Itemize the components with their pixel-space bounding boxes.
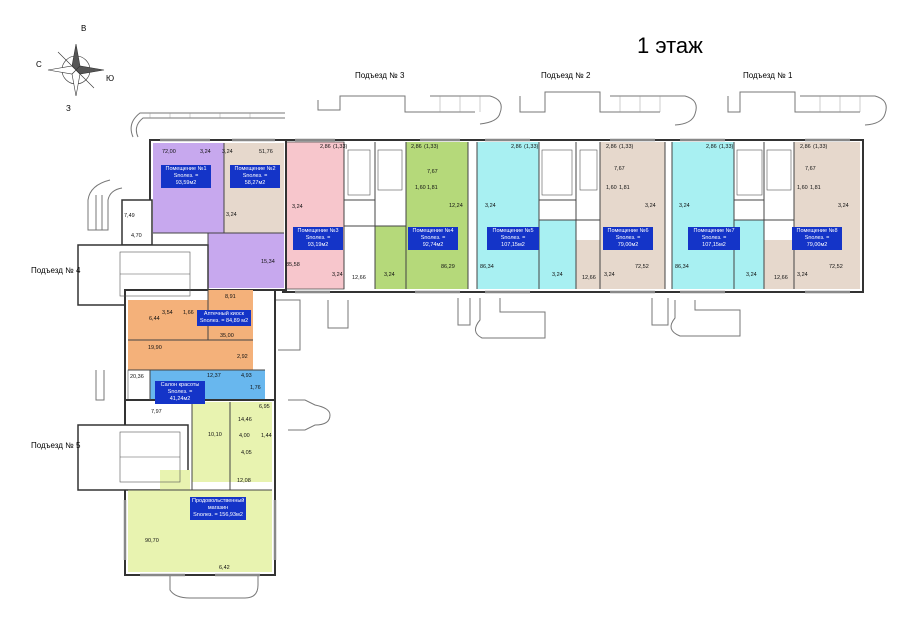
- entrance-3-label: Подъезд № 3: [355, 71, 405, 80]
- area-label: 1,76: [250, 385, 261, 391]
- area-label: 15,34: [261, 259, 275, 265]
- area-label: (1,33): [333, 144, 348, 150]
- area-label: 7,97: [151, 409, 162, 415]
- compass-north-label: В: [81, 24, 87, 33]
- entrance-4-label: Подъезд № 4: [31, 266, 81, 275]
- area-label: 12,66: [582, 275, 596, 281]
- area-label: 12,08: [237, 478, 251, 484]
- area-label: 3,24: [797, 272, 808, 278]
- area-label: 7,67: [427, 169, 438, 175]
- area-label: 6,42: [219, 565, 230, 571]
- area-label: 2,86: [706, 144, 717, 150]
- area-label: 7,49: [124, 213, 135, 219]
- compass-rose: [47, 43, 105, 97]
- area-label: 4,00: [239, 433, 250, 439]
- area-label: 12,37: [207, 373, 221, 379]
- area-label: 4,70: [131, 233, 142, 239]
- area-label: 4,93: [241, 373, 252, 379]
- area-label: 1,81: [810, 185, 821, 191]
- area-label: 51,76: [259, 149, 273, 155]
- area-label: 3,24: [746, 272, 757, 278]
- area-label: 3,24: [838, 203, 849, 209]
- area-label: 1,66: [183, 310, 194, 316]
- area-label: (1,33): [619, 144, 634, 150]
- compass-east-label: Ю: [106, 74, 115, 83]
- area-label: 86,34: [675, 264, 689, 270]
- area-label: 2,92: [237, 354, 248, 360]
- area-label: (1,33): [524, 144, 539, 150]
- area-label: 3,24: [332, 272, 343, 278]
- area-label: 12,66: [352, 275, 366, 281]
- area-label: 1,60: [415, 185, 426, 191]
- area-label: 2,86: [800, 144, 811, 150]
- area-label: 1,44: [261, 433, 272, 439]
- area-label: 35,00: [220, 333, 234, 339]
- area-label: 3,24: [384, 272, 395, 278]
- area-label: 3,24: [645, 203, 656, 209]
- compass-west-label: С: [36, 60, 42, 69]
- area-label: 10,10: [208, 432, 222, 438]
- area-label: 7,67: [805, 166, 816, 172]
- area-label: 7,67: [614, 166, 625, 172]
- area-label: 2,86: [511, 144, 522, 150]
- area-label: (1,33): [719, 144, 734, 150]
- area-label: 72,00: [162, 149, 176, 155]
- compass-south-label: З: [66, 104, 71, 113]
- area-label: 1,81: [427, 185, 438, 191]
- area-label: 20,36: [130, 374, 144, 380]
- area-label: 3,24: [292, 204, 303, 210]
- area-label: 6,44: [149, 316, 160, 322]
- area-label: 2,86: [411, 144, 422, 150]
- area-label: 3,24: [485, 203, 496, 209]
- area-label: 12,66: [774, 275, 788, 281]
- floor-title: 1 этаж: [637, 33, 703, 58]
- entrance-5-label: Подъезд № 5: [31, 441, 81, 450]
- area-label: 6,95: [259, 404, 270, 410]
- area-label: 4,05: [241, 450, 252, 456]
- area-label: 3,24: [226, 212, 237, 218]
- area-label: 3,24: [222, 149, 233, 155]
- area-label: (1,33): [424, 144, 439, 150]
- area-label: 86,34: [480, 264, 494, 270]
- area-label: 85,58: [286, 262, 300, 268]
- area-label: 8,91: [225, 294, 236, 300]
- area-label: 90,70: [145, 538, 159, 544]
- area-label: 86,29: [441, 264, 455, 270]
- area-label: (1,33): [813, 144, 828, 150]
- area-label: 72,52: [635, 264, 649, 270]
- area-label: 3,24: [200, 149, 211, 155]
- area-label: 72,52: [829, 264, 843, 270]
- area-label: 1,60: [606, 185, 617, 191]
- area-label: 2,86: [606, 144, 617, 150]
- area-label: 3,24: [604, 272, 615, 278]
- area-label: 3,54: [162, 310, 173, 316]
- area-label: 1,60: [797, 185, 808, 191]
- area-label: 12,24: [449, 203, 463, 209]
- area-label: 2,86: [320, 144, 331, 150]
- area-label: 3,24: [679, 203, 690, 209]
- area-label: 19,90: [148, 345, 162, 351]
- area-label: 3,24: [552, 272, 563, 278]
- entrance-1-label: Подъезд № 1: [743, 71, 793, 80]
- area-label: 1,81: [619, 185, 630, 191]
- area-label: 14,46: [238, 417, 252, 423]
- entrance-2-label: Подъезд № 2: [541, 71, 591, 80]
